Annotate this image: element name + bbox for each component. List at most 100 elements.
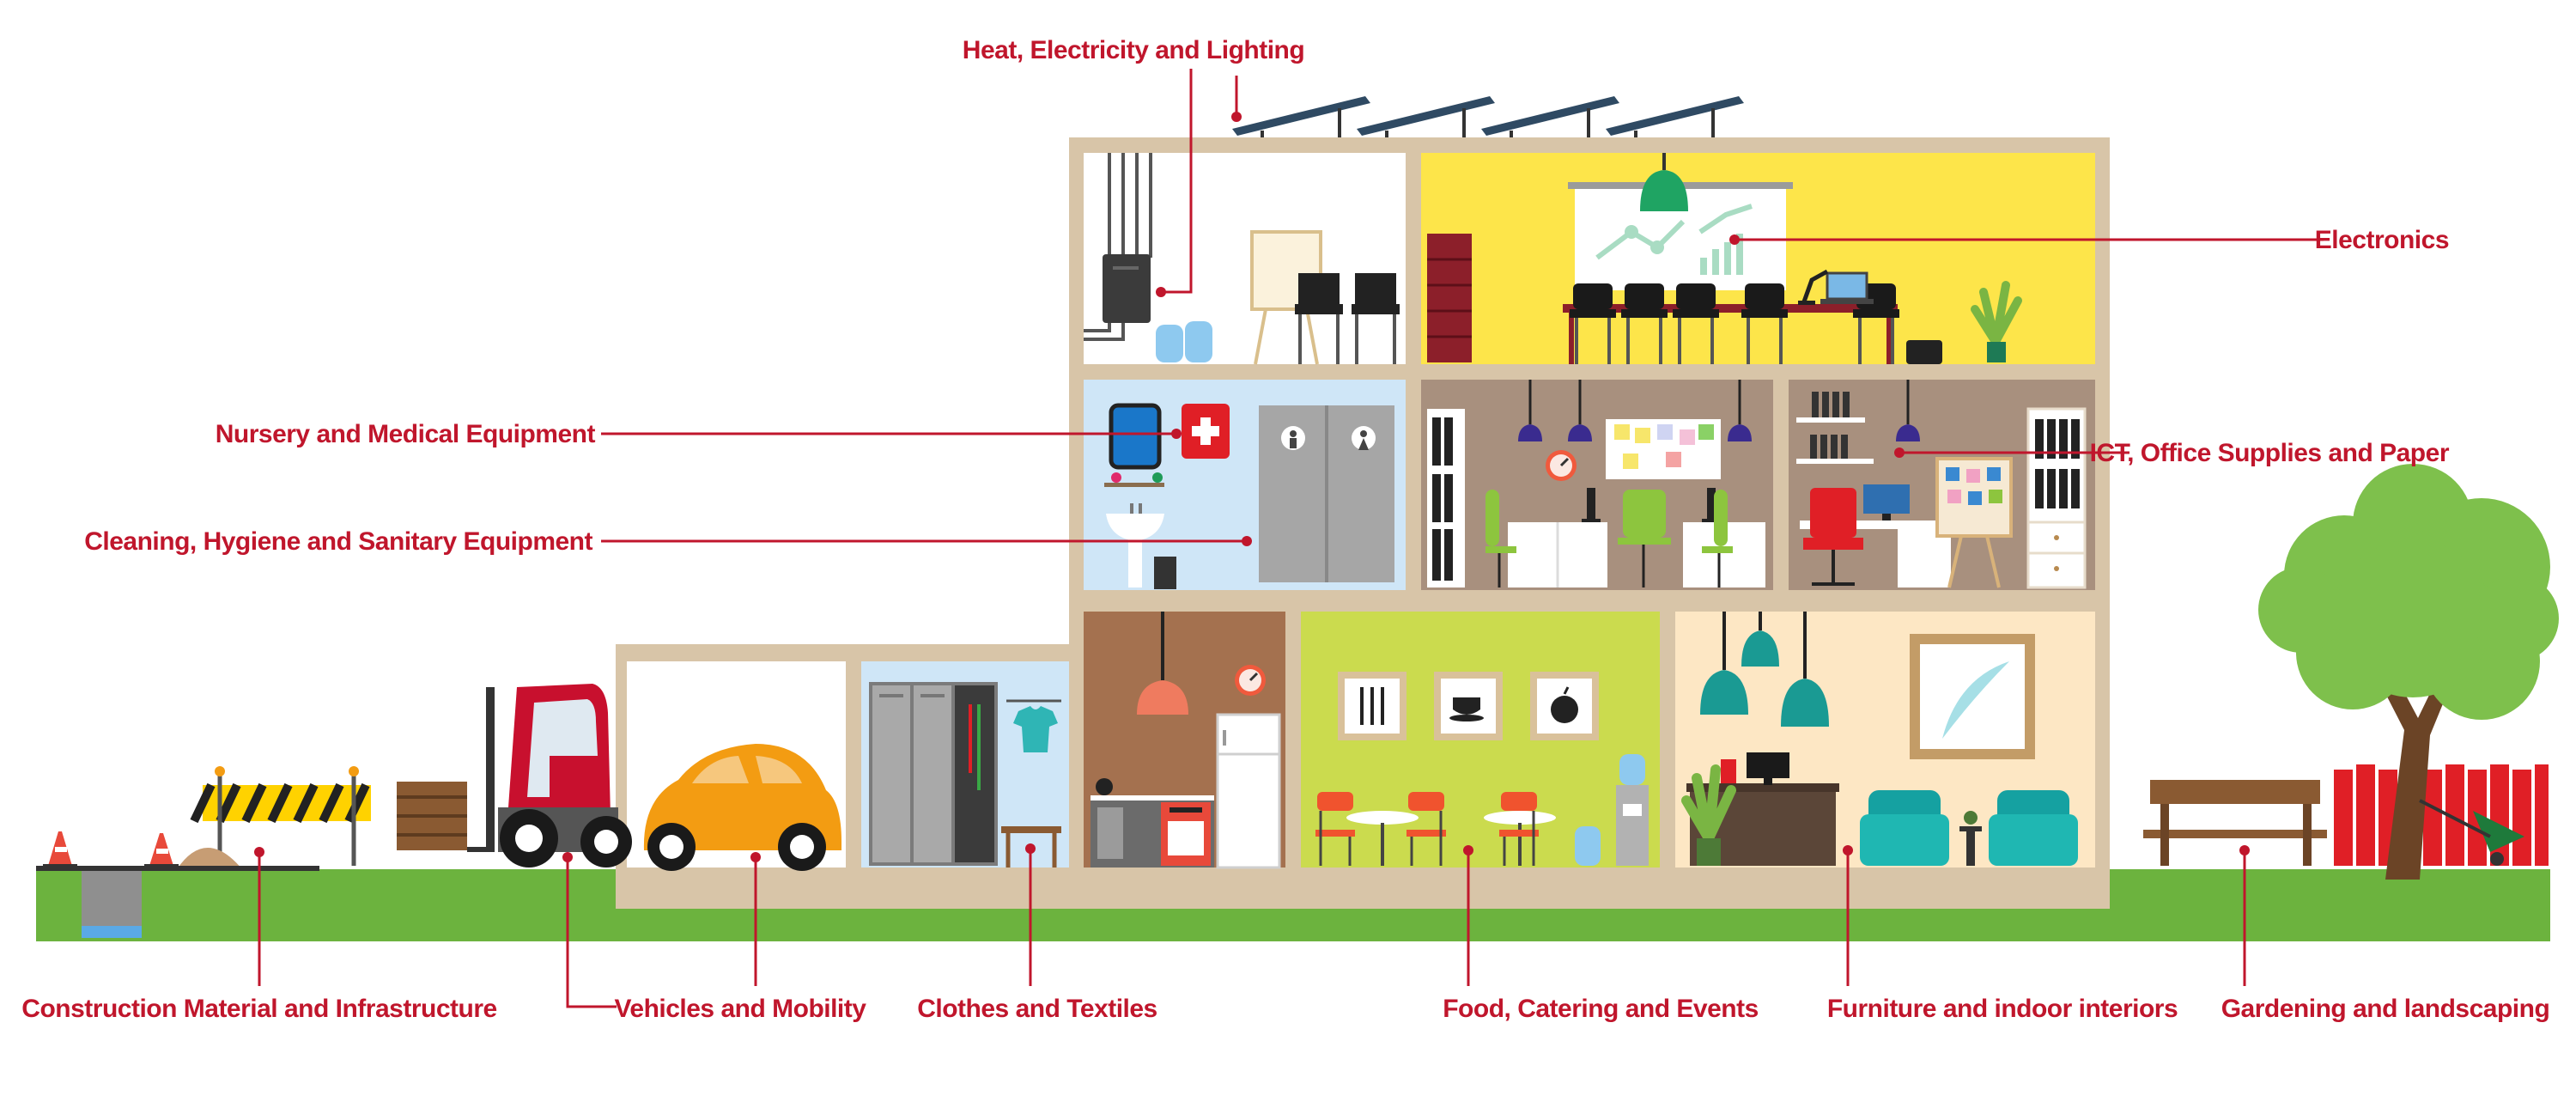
forklift-icon (397, 684, 632, 868)
callout-vehicles: Vehicles and Mobility (562, 852, 867, 1023)
stacked-chairs (1295, 273, 1400, 364)
callout-nursery: Nursery and Medical Equipment (216, 420, 1182, 448)
t-shirt-icon (1006, 699, 1061, 752)
car-icon (643, 744, 841, 871)
water-bottle-icon (1575, 826, 1601, 866)
callout-cleaning: Cleaning, Hygiene and Sanitary Equipment (84, 527, 1252, 556)
desk-lamp-icon (1798, 269, 1829, 305)
chair-icon (1406, 792, 1446, 866)
toilet-door-icon (1259, 405, 1394, 582)
desk-icon (1508, 522, 1607, 587)
pendant-lamp-icon (1781, 612, 1829, 727)
office-lamps (1518, 380, 1752, 441)
chair-icon (1618, 490, 1671, 587)
callout-furniture: Furniture and indoor interiors (1827, 845, 2178, 1023)
sink-icon (1106, 503, 1164, 587)
pendant-lamp-icon (1741, 612, 1779, 667)
sand-pile-icon (177, 848, 242, 869)
plant-icon (1681, 764, 1736, 866)
trench-water (82, 926, 142, 938)
label-ict-office-supplies-paper: ICT, Office Supplies and Paper (2090, 439, 2450, 467)
painting-icon (1910, 634, 2035, 759)
pendant-lamp-icon (1568, 380, 1592, 441)
label-food-catering-events: Food, Catering and Events (1443, 995, 1759, 1023)
label-electronics: Electronics (2315, 226, 2449, 254)
locker-icon (869, 682, 998, 866)
meeting-table (1563, 304, 1898, 364)
soap-shelf (1104, 472, 1164, 487)
chair-icon (1315, 792, 1355, 866)
laptop-icon (1820, 271, 1874, 304)
fence-icon (2334, 764, 2549, 866)
pinboard-icon (1935, 457, 2013, 588)
traffic-cone-icon (43, 831, 77, 869)
road-strip (36, 866, 319, 871)
clock-icon (1546, 450, 1577, 481)
filing-cabinet-icon (1427, 234, 1472, 362)
label-furniture-indoor-interiors: Furniture and indoor interiors (1827, 995, 2178, 1023)
oven-icon (1161, 802, 1211, 866)
solar-panel-icon (1606, 96, 1744, 137)
callout-construction: Construction Material and Infrastructure (21, 847, 497, 1023)
label-nursery-medical-equipment: Nursery and Medical Equipment (216, 420, 596, 448)
pendant-lamp-icon (1640, 153, 1688, 211)
chair-icon (1803, 488, 1863, 586)
cafe-chairs (1315, 792, 1539, 866)
cutlery-picture-icon (1338, 672, 1406, 740)
stool-icon (1001, 826, 1061, 868)
label-vehicles-mobility: Vehicles and Mobility (615, 995, 867, 1023)
first-aid-kit-icon (1182, 404, 1230, 459)
desks-office-1 (1485, 488, 1765, 587)
chair-icon (1673, 283, 1719, 364)
solar-panel-icon (1481, 96, 1619, 137)
pipes (1084, 153, 1152, 341)
pendant-lamp-icon (1896, 380, 1920, 441)
fridge-icon (1216, 713, 1281, 869)
traffic-cone-icon (144, 833, 179, 869)
trash-bin-icon (1154, 557, 1176, 589)
chair-icon (1295, 273, 1343, 364)
computer-icon (1863, 484, 1910, 521)
armchair-icon (1989, 790, 2078, 866)
wheelbarrow-icon (2419, 799, 2524, 866)
pendant-lamp-icon (1728, 380, 1752, 441)
label-gardening-landscaping: Gardening and landscaping (2221, 995, 2550, 1023)
callout-gardening: Gardening and landscaping (2221, 845, 2550, 1023)
computer-icon (1702, 488, 1721, 522)
chair-icon (1741, 283, 1788, 364)
callout-vehicles-car (750, 852, 761, 986)
chair-icon (1352, 273, 1400, 364)
pendant-lamp-icon (1700, 612, 1748, 715)
label-heat-electricity-lighting: Heat, Electricity and Lighting (963, 36, 1304, 64)
chair-icon (1499, 792, 1539, 866)
clock-icon (1235, 665, 1266, 696)
callout-electronics: Electronics (1729, 226, 2450, 254)
label-cleaning-hygiene-sanitary: Cleaning, Hygiene and Sanitary Equipment (84, 527, 592, 556)
desk-icon (1800, 521, 1951, 587)
plant-icon (1971, 281, 2022, 362)
wall-pictures (1338, 672, 1599, 740)
lounge-lamps (1700, 612, 1829, 727)
bench-icon (2143, 780, 2327, 866)
bookshelf-icon (2026, 407, 2087, 589)
boiler-icon (1103, 254, 1151, 323)
mirror-icon (1109, 403, 1162, 470)
apple-picture-icon (1530, 672, 1599, 740)
cafe-table-icon (1346, 811, 1419, 866)
pendant-lamp-icon (1137, 612, 1188, 715)
meeting-chairs (1570, 283, 1899, 364)
callout-clothes: Clothes and Textiles (917, 843, 1157, 1023)
computer-icon (1582, 488, 1601, 522)
callout-food: Food, Catering and Events (1443, 845, 1759, 1023)
water-cooler-icon (1616, 754, 1649, 866)
callout-heat: Heat, Electricity and Lighting (963, 36, 1305, 297)
chair-icon (1570, 283, 1616, 364)
tree-icon (2258, 464, 2559, 880)
chair-icon (1621, 283, 1668, 364)
callout-ict: ICT, Office Supplies and Paper (1894, 439, 2450, 467)
solar-panel-icon (1357, 96, 1495, 137)
armchair-icon (1860, 790, 1949, 866)
water-bottle-icon (1156, 321, 1212, 362)
label-clothes-textiles: Clothes and Textiles (917, 995, 1157, 1023)
